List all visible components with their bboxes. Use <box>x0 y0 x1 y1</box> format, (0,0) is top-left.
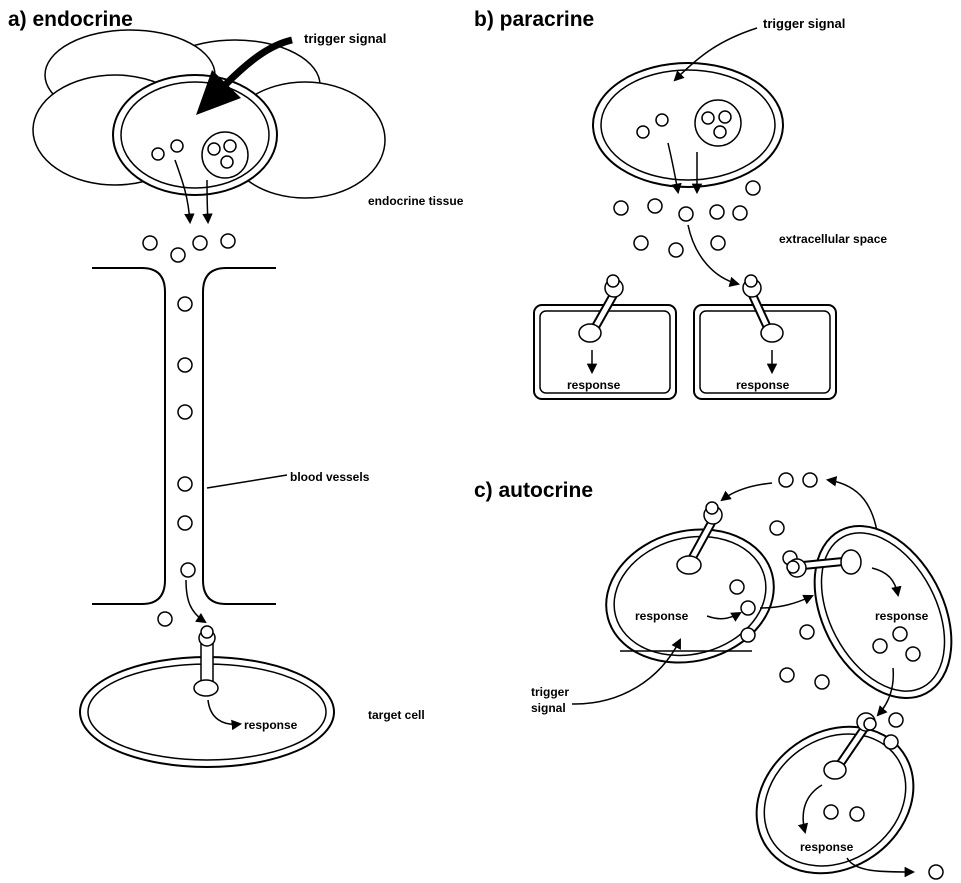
panel-title-autocrine: c) autocrine <box>474 479 593 502</box>
target-cell: response <box>79 625 335 768</box>
panel-endocrine: a) endocrine trigger signal endocrine ti… <box>8 8 464 768</box>
secretory-granule-icon <box>694 99 742 147</box>
panel-paracrine: b) paracrine trigger signal extracellu <box>474 8 887 400</box>
paracrine-response-left: response <box>567 378 621 392</box>
receptor-icon <box>578 323 602 343</box>
endocrine-trigger-label: trigger signal <box>304 31 386 46</box>
panel-title-endocrine: a) endocrine <box>8 8 133 31</box>
paracrine-target-cell-right: response <box>693 274 837 400</box>
hormone-molecules <box>142 233 236 263</box>
autocrine-trigger-line1: trigger <box>531 685 569 699</box>
autocrine-signal-molecules <box>769 520 830 690</box>
panel-title-paracrine: b) paracrine <box>474 8 594 31</box>
autocrine-cell-bottom: response <box>755 712 915 875</box>
receptor-icon <box>823 760 847 780</box>
autocrine-response-right: response <box>875 609 929 623</box>
paracrine-target-cell-left: response <box>533 274 677 400</box>
autocrine-trigger-line2: signal <box>531 701 566 715</box>
receptor-icon <box>676 555 702 575</box>
endocrine-secretory-cell <box>112 74 278 196</box>
panel-autocrine: c) autocrine response trigger signal <box>474 472 953 880</box>
paracrine-secretory-cell <box>592 62 784 188</box>
extracellular-space-label: extracellular space <box>779 232 887 246</box>
autocrine-cell-left: response <box>605 501 775 664</box>
autocrine-cell-right: response <box>786 525 953 699</box>
secretory-granule-icon <box>201 131 249 179</box>
autocrine-response-bottom: response <box>800 840 854 854</box>
endocrine-response-label: response <box>244 718 298 732</box>
blood-vessel <box>92 267 276 605</box>
paracrine-trigger-label: trigger signal <box>763 16 845 31</box>
paracrine-signal-molecules <box>613 180 761 258</box>
blood-vessel-label: blood vessels <box>290 470 370 484</box>
target-cell-label: target cell <box>368 708 425 722</box>
endocrine-tissue-label: endocrine tissue <box>368 194 464 208</box>
autocrine-response-left: response <box>635 609 689 623</box>
paracrine-response-right: response <box>736 378 790 392</box>
receptor-icon <box>193 679 219 697</box>
trigger-arrow-icon <box>222 36 293 88</box>
receptor-icon <box>840 549 862 575</box>
receptor-icon <box>760 323 784 343</box>
